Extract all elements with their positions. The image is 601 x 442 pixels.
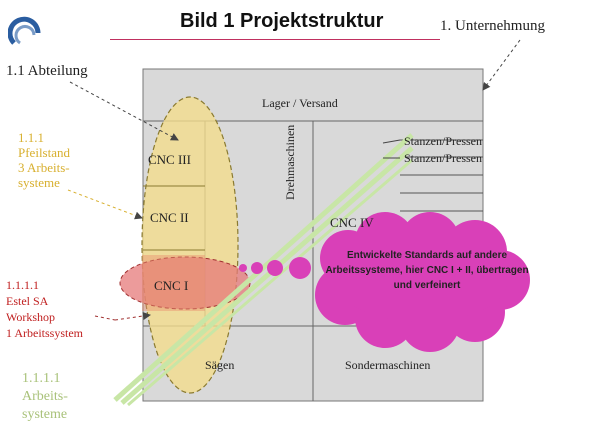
department-ellipse (141, 96, 239, 394)
cnc-iv-label: CNC IV (330, 215, 374, 230)
title-underline (110, 39, 440, 40)
arrow-red-2 (94, 315, 116, 321)
bottom-right-label: Sondermaschinen (345, 358, 431, 372)
workplace-label: 1.1.1 Pfeilstand 3 Arbeits- systeme (18, 130, 70, 190)
page-title: Bild 1 Projektstruktur (180, 10, 384, 32)
cnc3-label: CNC III (148, 152, 191, 167)
university-logo (8, 16, 41, 45)
workplace-ellipse (119, 256, 251, 310)
bottom-left-label: Sägen (205, 358, 235, 372)
company-label: 1. Unternehmung (440, 18, 545, 34)
arrow-workplace (67, 189, 143, 220)
cloud-text: Entwickelte Standards auf andere Arbeits… (325, 250, 529, 291)
arrow-department (69, 81, 179, 141)
green-diagonal-2 (127, 158, 413, 407)
green-diagonal (113, 133, 414, 402)
cnc2-label: CNC II (150, 210, 189, 225)
department-label: 1.1 Abteilung (6, 63, 88, 79)
workshop-label: 1.1.1.1 Estel SA Workshop 1 Arbeitssyste… (6, 278, 83, 340)
stanzen-label-1: Stanzen/Pressen (404, 134, 482, 148)
work-systems-label: 1.1.1.1 Arbeits- systeme (22, 371, 68, 422)
stanzen-label-2: Stanzen/Pressen (404, 151, 482, 165)
cnc1-highlight (142, 255, 205, 311)
arrow-stanzen-1 (382, 139, 401, 144)
green-diagonal (120, 146, 414, 405)
arrow-company (482, 39, 521, 91)
machines-vertical-label: Drehmaschinen (283, 124, 297, 200)
cnc1-label: CNC I (154, 278, 189, 293)
cloud-shape (239, 212, 530, 352)
panel-top-label: Lager / Versand (262, 96, 338, 110)
